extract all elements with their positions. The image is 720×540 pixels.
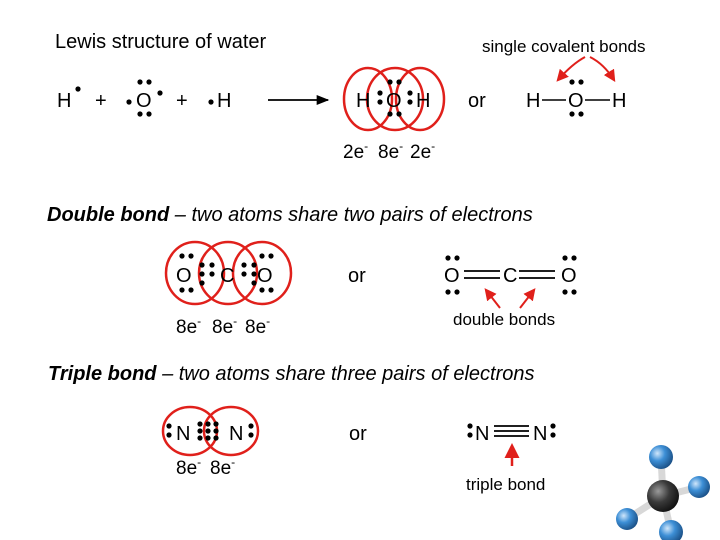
bonded-hydrogen-right: H [612, 90, 626, 112]
electron-dot [208, 99, 214, 105]
tetrahedral-molecule-icon [616, 445, 710, 540]
electron-shell-ring [365, 66, 425, 132]
single-bond-arrow-right [589, 56, 616, 83]
co2-oxygen-right: O [257, 265, 273, 287]
electron-count: 8e- [176, 314, 201, 338]
oxygen-lewis-dots [126, 79, 163, 117]
electron-count: 8e- [378, 139, 403, 163]
bonded-carbon: C [503, 265, 517, 287]
electron-count: 8e- [245, 314, 270, 338]
water-bond-structure: H O H [526, 79, 626, 117]
plus-sign-2: + [176, 90, 188, 112]
n2-dots [166, 421, 254, 441]
electron-dot [75, 86, 81, 92]
double-bond-arrow-right [519, 288, 536, 309]
product-oxygen: O [386, 90, 402, 112]
single-bonds-label: single covalent bonds [482, 37, 646, 56]
product-hydrogen-left: H [356, 90, 370, 112]
n2-nitrogen-right: N [229, 423, 243, 445]
electron-shell-ring [164, 240, 226, 306]
electron-shell-ring [342, 66, 394, 132]
bonded-oxygen-right: O [561, 265, 577, 287]
double-bond-arrow-left [484, 288, 501, 309]
n2-nitrogen-left: N [176, 423, 190, 445]
or-label-2: or [348, 265, 366, 287]
or-label-1: or [468, 90, 486, 112]
co2-dots [179, 253, 274, 293]
electron-shell-ring [394, 66, 446, 132]
electron-shell-ring [231, 240, 293, 306]
co2-oxygen-left: O [176, 265, 192, 287]
bonded-hydrogen-left: H [526, 90, 540, 112]
single-bond-arrow-left [556, 56, 586, 82]
bonded-oxygen-left: O [444, 265, 460, 287]
water-reactants: H + O + H [57, 79, 231, 117]
bonded-nitrogen-left: N [475, 423, 489, 445]
electron-count: 2e- [343, 139, 368, 163]
electron-count: 8e- [210, 455, 235, 479]
double-bond-heading: Double bond – two atoms share two pairs … [47, 204, 533, 226]
water-product-dots [377, 79, 413, 117]
water-electron-counts: 2e- 8e- 2e- [343, 139, 435, 163]
n2-electron-counts: 8e- 8e- [176, 455, 235, 479]
co2-electron-counts: 8e- 8e- 8e- [176, 314, 270, 338]
bonded-oxygen: O [568, 90, 584, 112]
co2-bond-structure: O C O [444, 255, 577, 295]
electron-count: 2e- [410, 139, 435, 163]
electron-shell-ring [202, 405, 260, 457]
electron-count: 8e- [176, 455, 201, 479]
double-bonds-label: double bonds [453, 310, 555, 329]
co2-carbon: C [220, 265, 234, 287]
plus-sign-1: + [95, 90, 107, 112]
triple-bond-label: triple bond [466, 475, 545, 494]
bonded-nitrogen-right: N [533, 423, 547, 445]
electron-count: 8e- [212, 314, 237, 338]
co2-rings [164, 240, 293, 306]
n2-bond-structure: N N [467, 423, 556, 445]
or-label-3: or [349, 423, 367, 445]
hydrogen-atom-2: H [217, 90, 231, 112]
triple-bond-heading: Triple bond – two atoms share three pair… [48, 363, 534, 385]
slide-title: Lewis structure of water [55, 31, 267, 53]
water-product-rings [342, 66, 446, 132]
electron-shell-ring [197, 240, 259, 306]
oxygen-atom: O [136, 90, 152, 112]
product-hydrogen-right: H [416, 90, 430, 112]
hydrogen-atom-1: H [57, 90, 71, 112]
